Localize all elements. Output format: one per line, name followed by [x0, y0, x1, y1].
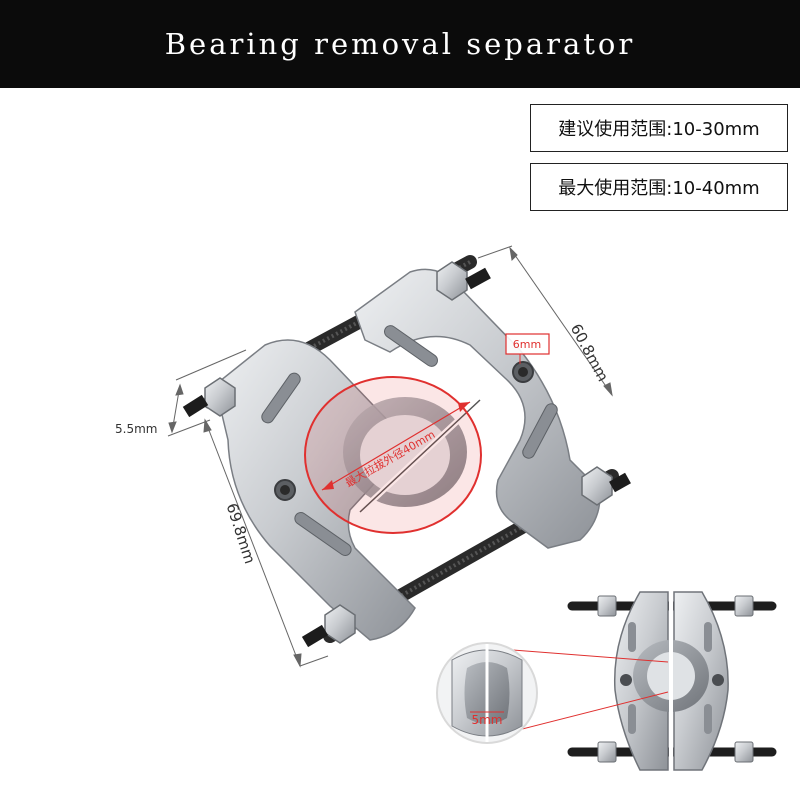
height-dimension [203, 418, 329, 668]
max-diameter-annotation: 最大拉拔外径40mm [304, 376, 482, 534]
edge-thickness-label: 5mm [471, 713, 502, 727]
front-view-inset: 5mm [436, 591, 777, 771]
bolt-diameter-label: 5.5mm [115, 422, 157, 436]
recommended-range-box: 建议使用范围:10-30mm [530, 104, 788, 152]
bolt-diameter-dimension [167, 349, 247, 437]
recommended-range-label: 建议使用范围:10-30mm [558, 119, 760, 140]
hole-label: 6mm [513, 338, 541, 351]
width-label: 60.8mm [567, 321, 612, 385]
hole-annotation: 6mm [505, 333, 550, 364]
width-dimension [477, 245, 613, 397]
page-title: Bearing removal separator [164, 27, 636, 61]
bearing-separator-main [182, 255, 631, 648]
title-bar: Bearing removal separator [0, 0, 800, 88]
hex-nut-icon [204, 261, 613, 644]
maximum-range-box: 最大使用范围:10-40mm [530, 163, 788, 211]
maximum-range-label: 最大使用范围:10-40mm [558, 178, 760, 199]
